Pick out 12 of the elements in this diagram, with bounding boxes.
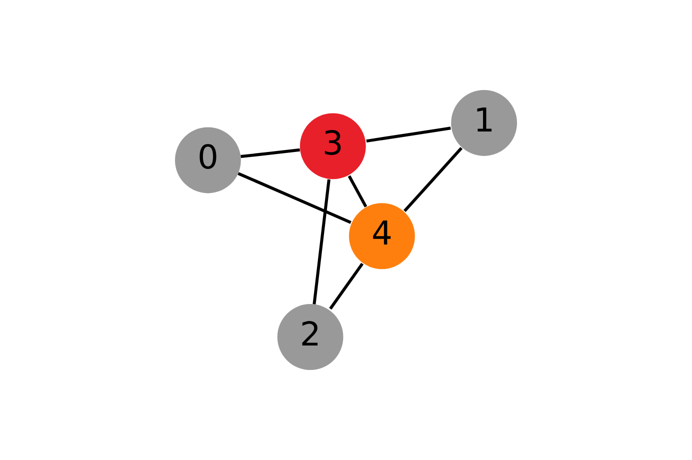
connector <box>348 175 368 208</box>
connector <box>240 148 300 158</box>
node-circle: 0 <box>174 127 241 194</box>
connector <box>366 126 451 143</box>
connector <box>329 262 364 310</box>
node-circle: 2 <box>277 304 344 370</box>
node-circle: 3 <box>300 113 366 180</box>
node-circle: 1 <box>451 90 518 156</box>
connector <box>238 172 352 224</box>
connector <box>403 147 463 212</box>
node-circle: 4 <box>348 203 415 270</box>
connector <box>312 179 330 304</box>
